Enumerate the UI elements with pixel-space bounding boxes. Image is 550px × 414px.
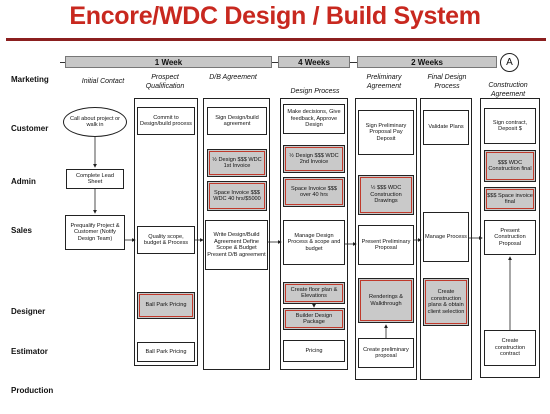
complete-lead-sheet-box: Complete Lead Sheet [66, 169, 124, 189]
space-invoice-40hrs-box: Space Invoice $$$ WDC 40 hrs/$5000 [207, 181, 267, 211]
validate-plans-box: Validate Plans [423, 110, 469, 145]
create-construction-plans-box: Create construction plans & obtain clien… [423, 278, 469, 326]
quality-scope-budget-box: Quality scope, budget & Process [137, 226, 195, 254]
timeline-bar-1-week: 1 Week [65, 56, 272, 68]
page-title: Encore/WDC Design / Build System [69, 2, 481, 30]
half-wdc-construction-drawings-box: ½ $$$ WDC Construction Drawings [358, 175, 414, 215]
pricing-box: Pricing [283, 340, 345, 362]
sign-contract-box: Sign contract, Deposit $ [484, 108, 536, 144]
title-underline [6, 38, 546, 41]
create-floor-plan-box: Create floor plan & Elevations [283, 282, 345, 304]
sign-db-agreement-box: Sign Design/build agreement [207, 107, 267, 135]
row-label-sales: Sales [11, 226, 32, 235]
timeline-bar-2-weeks: 2 Weeks [357, 56, 497, 68]
phase-preliminary-agreement: Preliminary Agreement [366, 74, 402, 90]
half-design-invoice-2-box: ½ Design $$$ WDC 2nd Invoice [283, 145, 345, 173]
phase-design-process: Design Process [290, 88, 340, 95]
timeline-line-mid1 [272, 62, 278, 63]
sign-preliminary-proposal-box: Sign Preliminary Proposal Pay Deposit [358, 110, 414, 155]
timeline-line-mid2 [350, 62, 357, 63]
create-preliminary-proposal-box: Create preliminary proposal [358, 338, 414, 368]
make-decisions-box: Make decisions, Give feedback, Approve D… [283, 104, 345, 134]
ball-park-pricing-estimator-box: Ball Park Pricing [137, 342, 195, 362]
manage-design-process-box: Manage Design Process & scope and budget [283, 220, 345, 265]
create-construction-contract-box: Create construction contract [484, 330, 536, 366]
phase-construction-agreement: Construction Agreement [488, 82, 528, 98]
commit-design-build-box: Commit to Design/build process [137, 107, 195, 135]
phase-prospect-qualification: Prospect Qualification [145, 74, 185, 90]
builder-design-package-box: Builder Design Package [283, 308, 345, 330]
phase-db-agreement: D/B Agreement [209, 74, 257, 81]
write-db-agreement-box: Write Design/Build Agreement Define Scop… [205, 220, 268, 270]
timeline-line-left [60, 62, 65, 63]
row-label-marketing: Marketing [11, 75, 49, 84]
renderings-walkthrough-box: Renderings & Walkthrough [358, 278, 414, 323]
prequalify-project-box: Prequalify Project & Customer (Notify De… [65, 215, 125, 250]
row-label-production: Production [11, 386, 54, 395]
present-preliminary-proposal-box: Present Preliminary Proposal [358, 225, 414, 265]
present-construction-proposal-box: Present Construction Proposal [484, 220, 536, 255]
manage-process-box: Manage Process [423, 212, 469, 262]
row-label-estimator: Estimator [11, 347, 48, 356]
ball-park-pricing-designer-box: Ball Park Pricing [137, 292, 195, 319]
call-or-walk-in-oval: Call about project or walk in [63, 107, 127, 137]
phase-final-design-process: Final Design Process [427, 74, 467, 90]
row-label-customer: Customer [11, 124, 49, 133]
space-invoice-final-box: $$$ Space invoice final [484, 187, 536, 211]
phase-initial-contact: Initial Contact [81, 78, 125, 85]
half-design-invoice-1-box: ½ Design $$$ WDC 1st Invoice [207, 149, 267, 177]
row-label-admin: Admin [11, 177, 36, 186]
space-invoice-over-40-box: Space Invoice $$$ over 40 hrs [283, 177, 345, 207]
wdc-construction-final-box: $$$ WDC Construction final [484, 150, 536, 182]
connector-circle-a: A [500, 53, 519, 72]
row-label-designer: Designer [11, 307, 46, 316]
timeline-bar-4-weeks: 4 Weeks [278, 56, 350, 68]
